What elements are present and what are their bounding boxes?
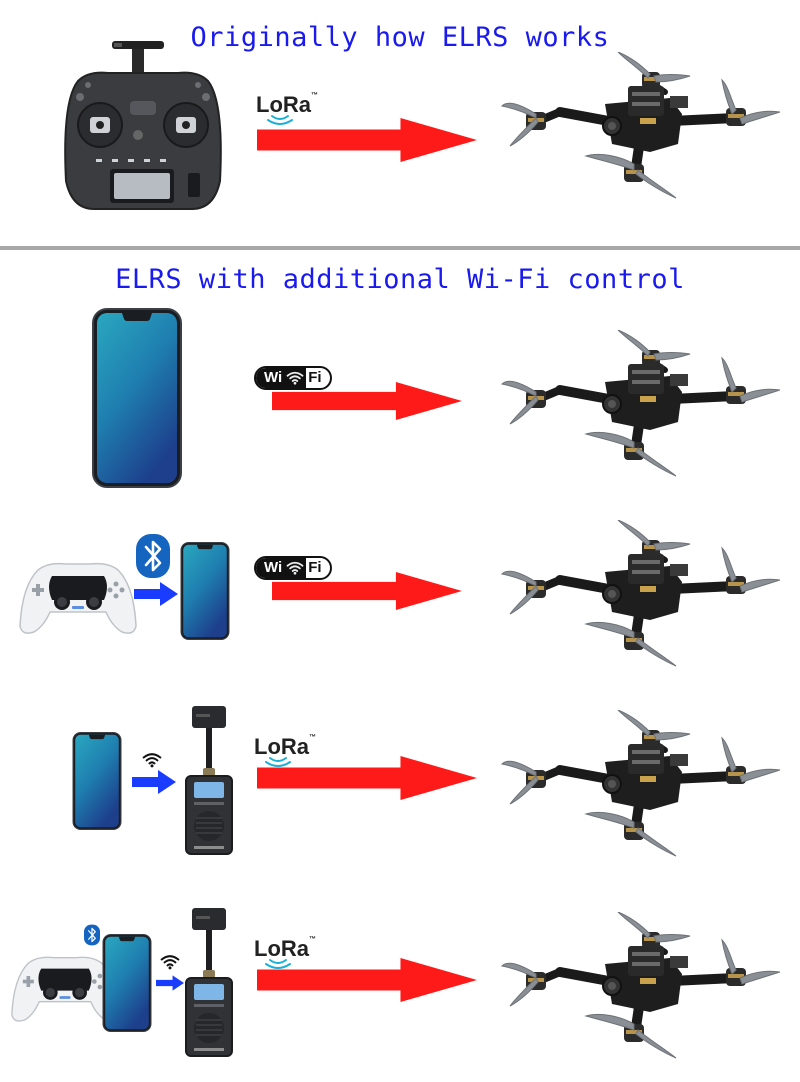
smartphone-icon (102, 934, 152, 1032)
blue-arrow (156, 972, 184, 994)
section-divider (0, 246, 800, 250)
header-title: Originally how ELRS works (190, 22, 610, 53)
red-arrow (254, 756, 480, 800)
lora-label: LoRa™ (256, 92, 318, 117)
red-arrow (254, 118, 480, 162)
red-arrow (254, 382, 480, 420)
wifi-icon (142, 752, 162, 768)
radio-transmitter-icon (58, 36, 228, 216)
lora-label: LoRa™ (254, 734, 316, 759)
wifi-badge: Wi Fi (254, 366, 332, 390)
bluetooth-icon (136, 534, 170, 578)
red-arrow (254, 572, 480, 610)
smartphone-icon (72, 732, 122, 830)
smartphone-icon (92, 308, 182, 488)
elrs-module-icon (184, 908, 234, 1058)
blue-arrow (132, 770, 176, 794)
blue-arrow (134, 582, 178, 606)
drone-image (500, 520, 780, 670)
red-arrow (254, 958, 480, 1002)
gamepad-icon (18, 556, 138, 636)
wifi-badge: Wi Fi (254, 556, 332, 580)
drone-image (500, 52, 780, 202)
drone-image (500, 912, 780, 1062)
smartphone-icon (180, 542, 230, 640)
elrs-module-icon (184, 706, 234, 856)
lora-label: LoRa™ (254, 936, 316, 961)
bluetooth-icon (84, 924, 100, 946)
drone-image (500, 330, 780, 480)
drone-image (500, 710, 780, 860)
wifi-icon (160, 954, 180, 970)
section-title: ELRS with additional Wi-Fi control (115, 264, 685, 295)
